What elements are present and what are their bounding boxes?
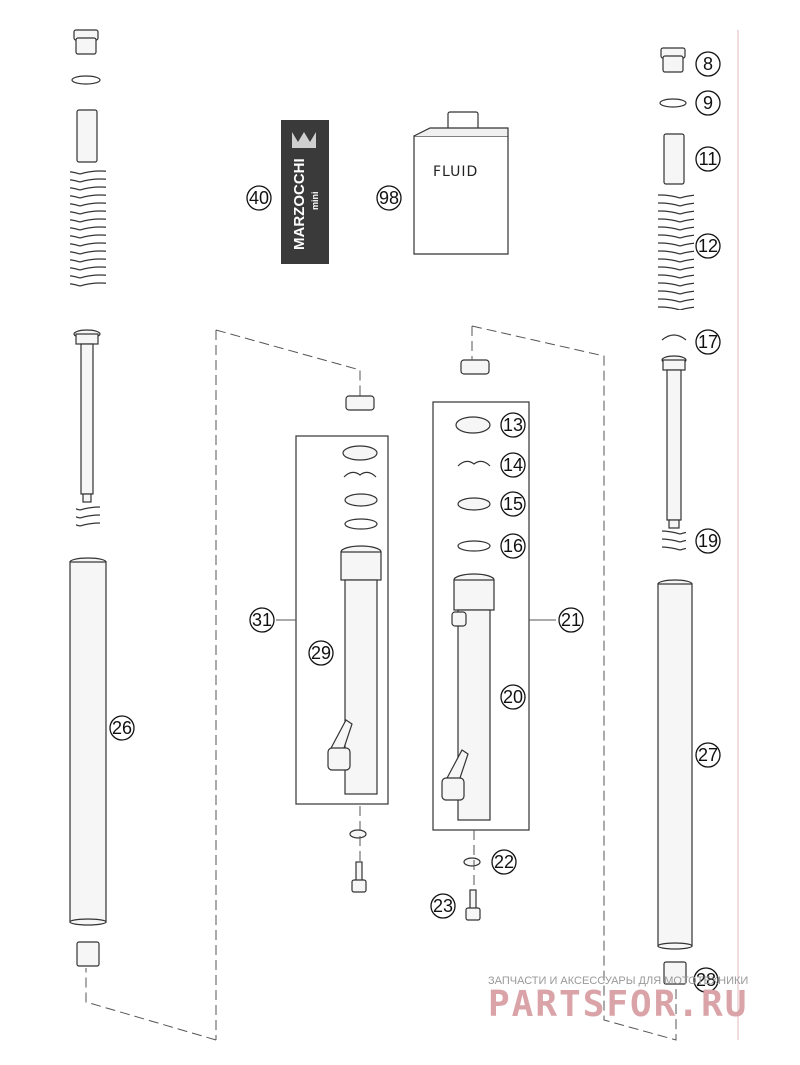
callout-14: 14 [500,452,526,478]
left-bottom-nut [76,941,100,967]
callout-8: 8 [695,51,721,77]
washer-top-left [345,395,375,411]
left-small-spring [76,506,100,528]
seal-right [455,416,491,434]
washer-22 [463,857,481,867]
left-fork-tube [69,557,107,926]
right-bottom-nut [663,961,687,985]
right-fork-tube [657,579,693,950]
svg-text:17: 17 [698,332,718,352]
fluid-bottle: FLUID [413,111,509,255]
svg-text:31: 31 [252,610,272,630]
svg-text:98: 98 [379,188,399,208]
callout-40: 40 [246,185,272,211]
callout-11: 11 [695,146,721,172]
right-fork-column [657,47,694,985]
callout-28: 28 [693,967,719,993]
ring-left [344,518,378,530]
outer-leg-right-assembly [432,359,530,831]
left-spacer [76,109,98,163]
outer-leg-left-assembly [295,395,389,805]
outer-leg-right [441,573,495,821]
svg-text:40: 40 [249,188,269,208]
right-spacer [663,133,685,185]
right-small-spring [662,530,686,552]
washer-top-right [460,359,490,375]
svg-text:19: 19 [698,531,718,551]
callout-13: 13 [500,412,526,438]
watermark-subtitle: ЗАПЧАСТИ И АКСЕССУАРЫ ДЛЯ МОТОТЕХНИКИ [488,975,748,987]
bushing-left [344,493,378,507]
outer-leg-left [327,545,382,795]
svg-text:13: 13 [503,415,523,435]
box-21 [432,401,530,831]
callout-27: 27 [695,742,721,768]
right-cap [660,47,686,73]
watermark: ЗАПЧАСТИ И АКСЕССУАРЫ ДЛЯ МОТОТЕХНИКИ PA… [488,975,748,1025]
right-oring [659,98,687,108]
center-small-parts [349,829,481,921]
callout-29: 29 [308,640,334,666]
callout-12: 12 [695,233,721,259]
svg-text:26: 26 [112,718,132,738]
dash-left-frame [85,329,361,1041]
left-damper-rod [73,329,101,503]
callout-22: 22 [491,849,517,875]
callout-26: 26 [109,715,135,741]
svg-text:28: 28 [696,970,716,990]
callout-16: 16 [500,533,526,559]
svg-text:14: 14 [503,455,523,475]
left-cap [73,29,99,55]
svg-text:21: 21 [561,610,581,630]
callout-21: 21 [558,607,584,633]
svg-text:29: 29 [311,643,331,663]
bolt-left [351,861,367,893]
svg-text:22: 22 [494,852,514,872]
callout-20: 20 [500,684,526,710]
left-oring [71,75,101,85]
callout-31: 31 [249,607,275,633]
assembly-lines [85,325,677,1041]
left-spring [70,170,106,290]
watermark-logo: PARTSFOR.RU [488,984,748,1025]
callout-23: 23 [430,893,456,919]
svg-text:11: 11 [699,149,718,169]
svg-text:23: 23 [433,896,453,916]
bolt-23 [465,889,481,921]
seal-left [342,445,378,461]
decal-sub-text: mini [310,191,320,210]
clip-left [343,471,377,478]
svg-text:16: 16 [503,536,523,556]
callout-15: 15 [500,491,526,517]
callout-17: 17 [695,329,721,355]
washer-22-left [349,829,367,839]
callout-19: 19 [695,528,721,554]
callout-98: 98 [376,185,402,211]
callouts: 8 9 11 12 17 19 27 28 13 14 15 16 21 20 … [109,51,721,993]
ring-right [457,540,491,552]
marzocchi-decal: MARZOCCHI mini [281,120,329,264]
right-damper-rod [661,355,687,529]
brand-logo-icon [292,132,316,148]
dash-right-frame [471,325,677,1041]
right-clip [661,334,687,341]
clip-right [457,460,491,467]
callout-9: 9 [695,90,721,116]
left-fork-column [69,29,107,967]
fluid-label: FLUID [433,164,478,180]
svg-text:12: 12 [698,236,718,256]
svg-text:8: 8 [703,54,713,74]
bushing-right [457,497,491,511]
svg-text:27: 27 [698,745,718,765]
svg-text:9: 9 [703,93,713,113]
decal-brand-text: MARZOCCHI [291,158,308,250]
svg-text:15: 15 [503,494,523,514]
right-spring [658,192,694,310]
svg-text:20: 20 [503,687,523,707]
